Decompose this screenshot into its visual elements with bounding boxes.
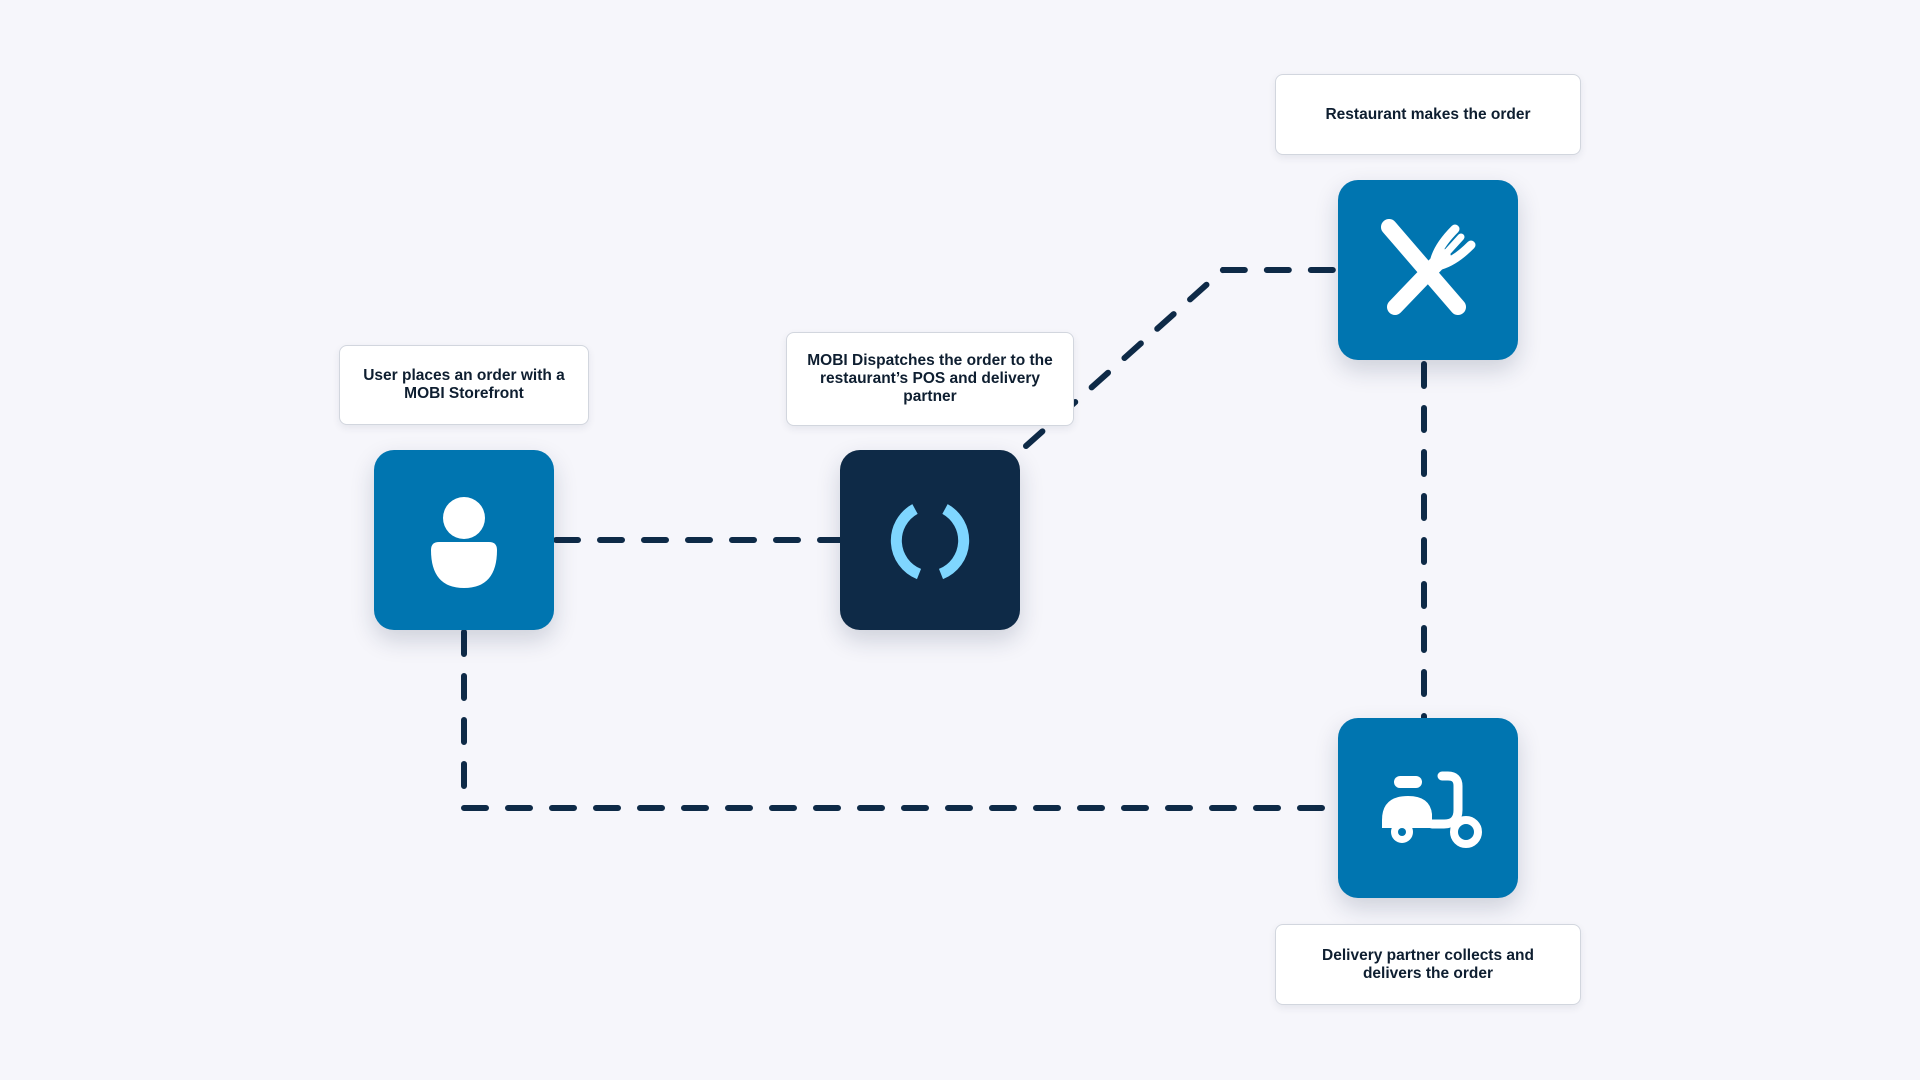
mobi-logo-icon [890,504,970,580]
scooter-icon [1382,771,1482,848]
user-icon [431,497,497,588]
step-label-restaurant: Restaurant makes the order [1275,74,1581,155]
step-label-restaurant-text: Restaurant makes the order [1325,105,1531,123]
fork-knife-icon [1381,219,1476,315]
step-label-delivery-text: Delivery partner collects and delivers t… [1322,946,1534,982]
step-label-mobi-text: MOBI Dispatches the order to the restaur… [807,352,1053,405]
step-label-mobi: MOBI Dispatches the order to the restaur… [786,332,1074,426]
delivery-node [1338,718,1518,898]
mobi-node [840,450,1020,630]
user-node [374,450,554,630]
restaurant-node [1338,180,1518,360]
step-label-delivery: Delivery partner collects and delivers t… [1275,924,1581,1005]
connector-mobi-to-restaurant [1023,267,1341,449]
connector-user-to-delivery [461,629,1339,811]
step-label-user: User places an order with a MOBI Storefr… [339,345,589,425]
step-label-user-text: User places an order with a MOBI Storefr… [363,367,565,402]
